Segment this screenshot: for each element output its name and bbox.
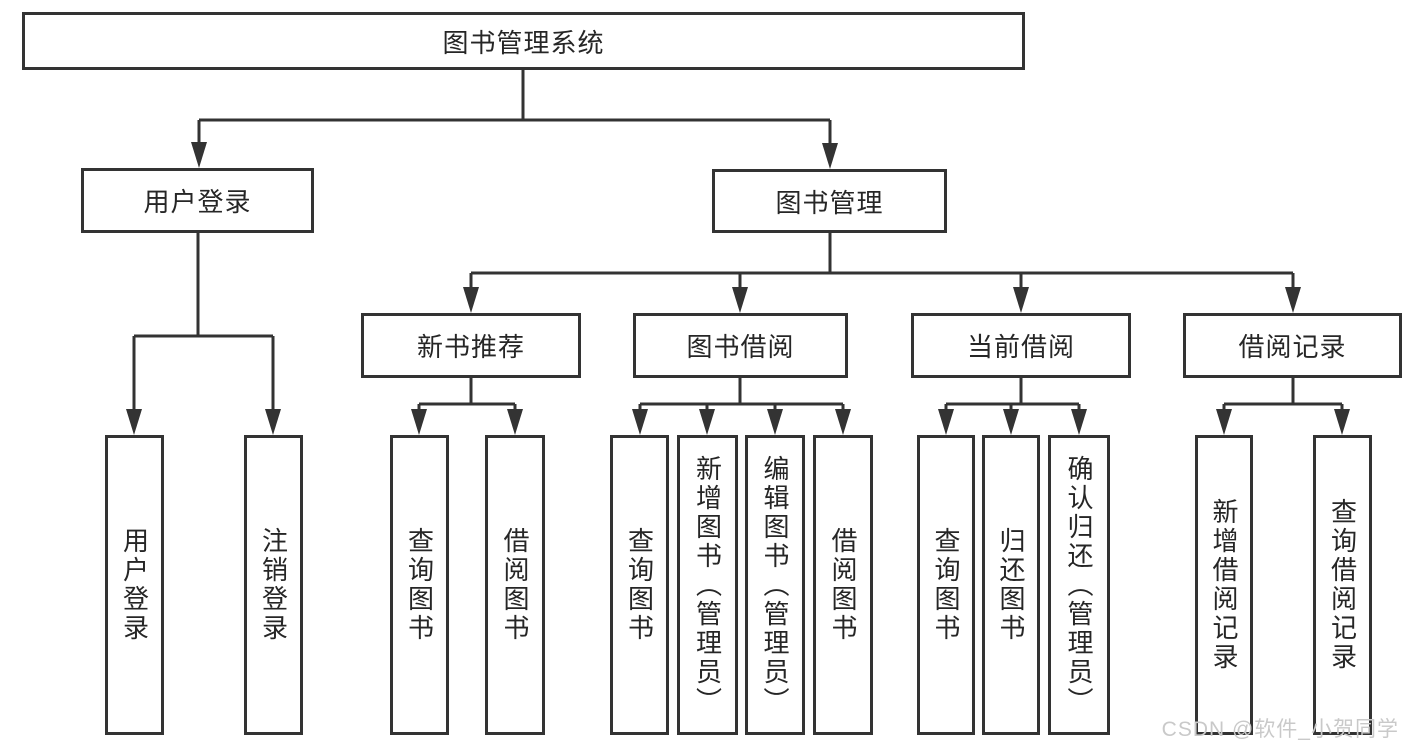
node-book-management: 图书管理 — [712, 169, 947, 233]
node-label: 当前借阅 — [966, 332, 1075, 362]
leaf-add-borrow-record: 新增借阅记录 — [1195, 435, 1253, 735]
node-user-login: 用户登录 — [81, 168, 314, 233]
node-current-borrow: 当前借阅 — [911, 313, 1131, 378]
node-label: 图书管理 — [775, 187, 884, 218]
node-label: 新增图书（管理员） — [692, 454, 723, 716]
node-label: 图书管理系统 — [442, 27, 605, 58]
node-label: 图书借阅 — [686, 332, 795, 362]
node-borrow-records: 借阅记录 — [1183, 313, 1402, 378]
node-label: 注销登录 — [258, 527, 289, 643]
leaf-borrow-books-2: 借阅图书 — [813, 435, 873, 735]
leaf-edit-book-admin: 编辑图书（管理员） — [745, 435, 805, 735]
node-label: 确认归还（管理员） — [1064, 454, 1094, 716]
leaf-user-login: 用户登录 — [105, 435, 164, 735]
leaf-logout: 注销登录 — [244, 435, 303, 735]
node-label: 新增借阅记录 — [1209, 498, 1239, 672]
node-label: 借阅图书 — [500, 527, 530, 643]
leaf-confirm-return-admin: 确认归还（管理员） — [1048, 435, 1110, 735]
node-label: 借阅图书 — [828, 527, 858, 643]
node-library-system: 图书管理系统 — [22, 12, 1025, 70]
node-new-book-recommend: 新书推荐 — [361, 313, 581, 378]
node-label: 查询图书 — [404, 527, 435, 643]
leaf-query-books: 查询图书 — [390, 435, 449, 735]
leaf-query-books-2: 查询图书 — [610, 435, 669, 735]
node-label: 归还图书 — [996, 527, 1026, 643]
leaf-query-borrow-record: 查询借阅记录 — [1313, 435, 1372, 735]
leaf-return-books: 归还图书 — [982, 435, 1040, 735]
node-label: 用户登录 — [119, 527, 150, 643]
node-book-borrow: 图书借阅 — [633, 313, 848, 378]
node-label: 借阅记录 — [1238, 332, 1347, 362]
watermark: CSDN @软件_小贺同学 — [1161, 718, 1399, 741]
node-label: 查询图书 — [624, 527, 655, 643]
leaf-query-books-3: 查询图书 — [917, 435, 975, 735]
node-label: 用户登录 — [143, 187, 252, 217]
node-label: 新书推荐 — [416, 332, 525, 362]
node-label: 查询图书 — [931, 527, 961, 643]
leaf-borrow-books: 借阅图书 — [485, 435, 545, 735]
node-label: 查询借阅记录 — [1327, 498, 1358, 672]
node-label: 编辑图书（管理员） — [760, 454, 790, 716]
leaf-add-book-admin: 新增图书（管理员） — [677, 435, 738, 735]
